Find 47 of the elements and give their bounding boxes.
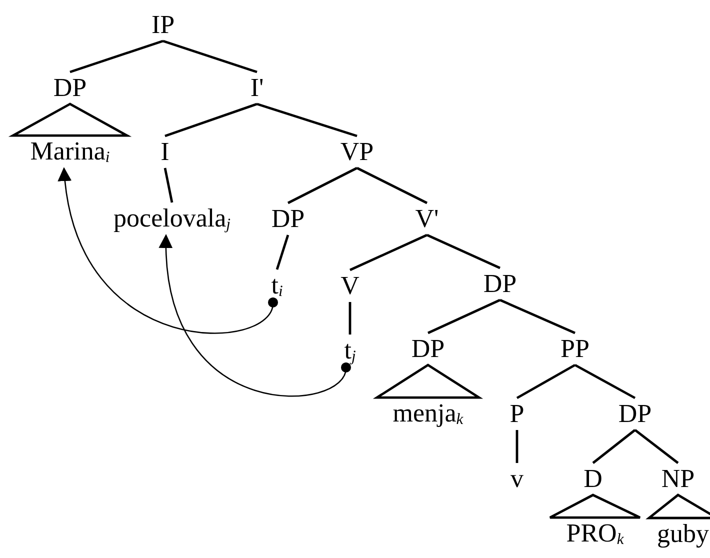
roof-triangle <box>548 494 642 519</box>
branch-line <box>287 166 358 204</box>
branch-line <box>162 40 258 74</box>
word-label: Marina$_{i}$ <box>29 136 111 168</box>
word-label: t$_{i}$ <box>270 270 284 302</box>
category-label: DP <box>410 333 446 365</box>
word-label: v <box>510 463 524 495</box>
branch-line <box>500 298 576 334</box>
category-label: V <box>340 270 360 302</box>
category-label: I <box>160 136 170 168</box>
roof-triangle <box>646 494 710 520</box>
category-label: V' <box>414 203 440 235</box>
category-label: DP <box>52 72 88 104</box>
category-label: VP <box>339 136 375 168</box>
word-label: guby <box>656 518 710 550</box>
branch-line <box>164 102 258 138</box>
branch-line <box>348 302 352 335</box>
branch-line <box>634 429 679 464</box>
branch-line <box>516 364 576 400</box>
word-label: pocelovala$_{j}$ <box>112 202 232 236</box>
branch-line <box>592 429 636 464</box>
branch-line <box>356 166 428 204</box>
word-label: PRO$_{k}$ <box>565 518 625 550</box>
branch-line <box>426 234 500 270</box>
branch-line <box>256 102 358 138</box>
branch-line <box>164 168 174 203</box>
category-label: P <box>508 398 526 430</box>
category-label: DP <box>270 203 306 235</box>
category-label: DP <box>617 398 653 430</box>
category-label: PP <box>560 333 590 365</box>
branch-line <box>574 364 636 400</box>
branch-line <box>276 234 290 270</box>
roof-triangle <box>8 102 132 137</box>
category-label: NP <box>660 463 696 495</box>
category-label: IP <box>150 9 176 41</box>
word-label: t$_{j}$ <box>343 334 357 368</box>
category-label: DP <box>482 268 518 300</box>
roof-triangle <box>372 364 484 399</box>
category-label: D <box>582 463 604 495</box>
category-label: I' <box>249 72 265 104</box>
movement-arrow <box>160 234 351 397</box>
branch-line <box>350 234 428 272</box>
branch-line <box>428 298 500 334</box>
branch-line <box>70 40 164 74</box>
word-label: menja$_{k}$ <box>392 398 464 430</box>
movement-arrow <box>58 167 278 334</box>
branch-line <box>516 430 518 463</box>
